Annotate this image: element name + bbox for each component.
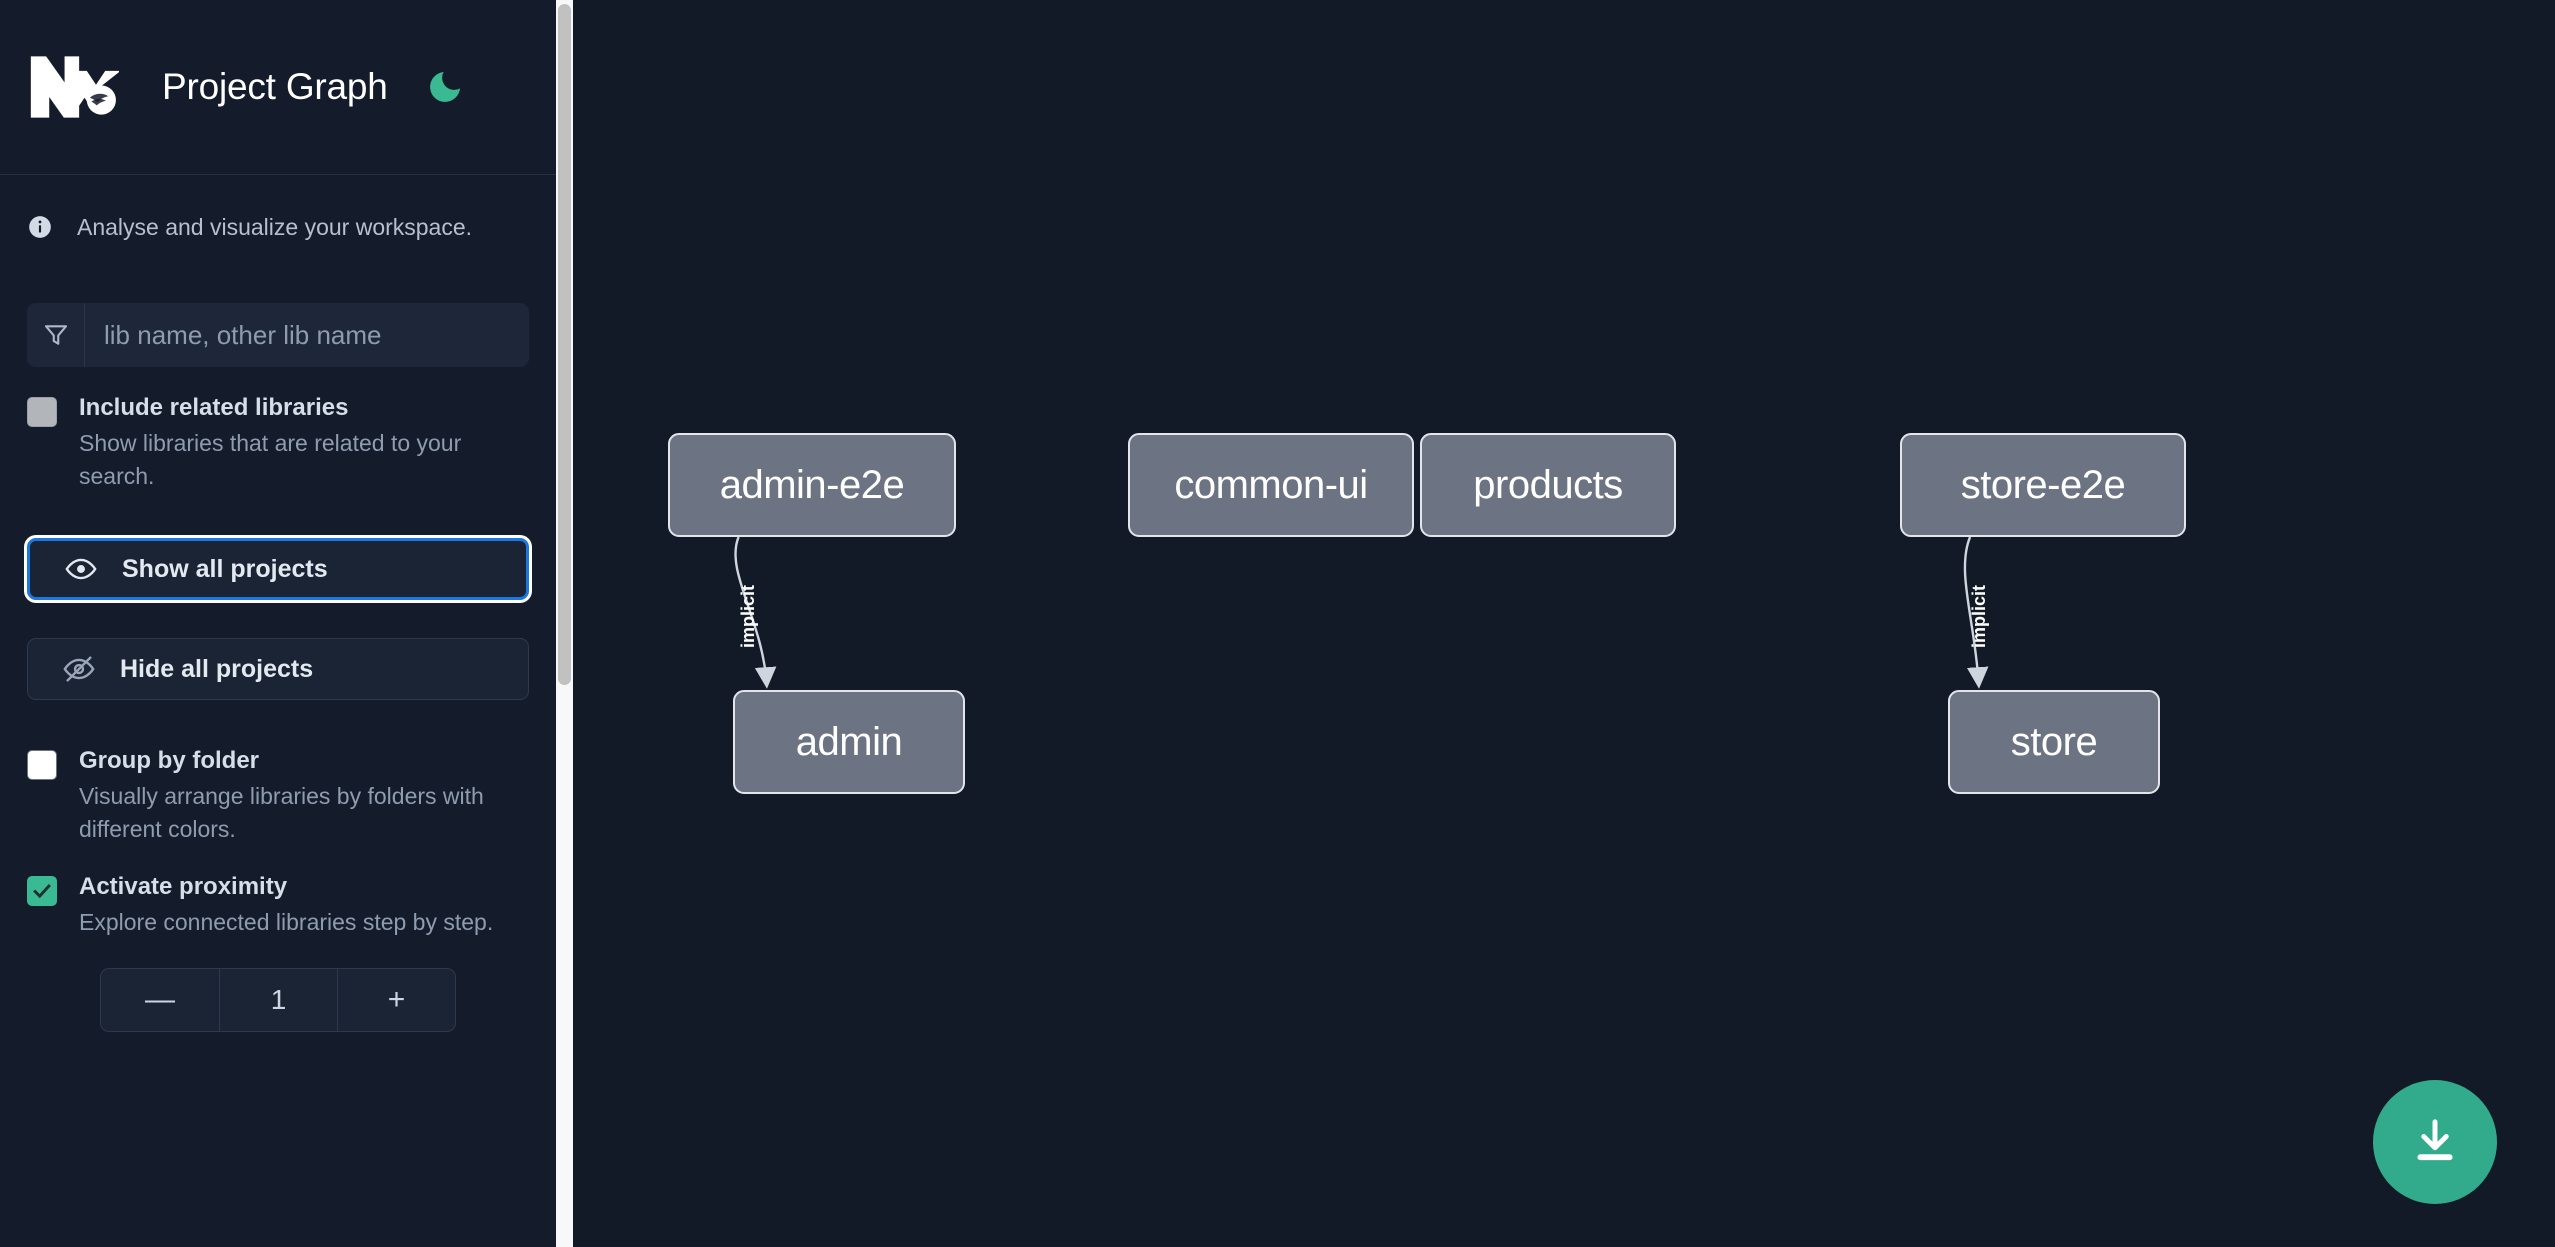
filter-funnel-icon bbox=[27, 303, 85, 367]
proximity-decrement-button[interactable]: — bbox=[145, 983, 175, 1017]
graph-node-label: store bbox=[2010, 719, 2098, 764]
option-include-related-libraries: Include related libraries Show libraries… bbox=[27, 367, 529, 492]
workspace-info-text: Analyse and visualize your workspace. bbox=[77, 213, 473, 240]
group-by-folder-checkbox[interactable] bbox=[27, 750, 57, 781]
filter-field[interactable] bbox=[27, 303, 529, 367]
graph-node-label: admin bbox=[795, 719, 903, 764]
graph-node-store-e2e[interactable]: store-e2e bbox=[1900, 433, 2186, 537]
sidebar-scrollbar-thumb[interactable] bbox=[558, 4, 571, 685]
graph-node-admin[interactable]: admin bbox=[733, 690, 965, 794]
option-activate-proximity: Activate proximity Explore connected lib… bbox=[27, 846, 529, 939]
proximity-increment-button[interactable]: + bbox=[337, 969, 455, 1032]
graph-node-store[interactable]: store bbox=[1948, 690, 2160, 794]
group-by-folder-label: Group by folder bbox=[79, 747, 259, 775]
download-button[interactable] bbox=[2373, 1080, 2497, 1204]
include-related-libraries-checkbox[interactable] bbox=[27, 397, 57, 427]
graph-node-label: store-e2e bbox=[1960, 462, 2126, 507]
option-group-by-folder: Group by folder Visually arrange librari… bbox=[27, 700, 529, 845]
graph-node-products[interactable]: products bbox=[1420, 433, 1676, 537]
graph-canvas[interactable]: admin-e2e common-ui products store-e2e admin… bbox=[556, 0, 2555, 1247]
sidebar-header: Project Graph bbox=[0, 0, 556, 175]
graph-node-label: products bbox=[1473, 462, 1623, 507]
activate-proximity-description: Explore connected libraries step by step… bbox=[79, 908, 494, 935]
proximity-stepper: — 1 + bbox=[100, 968, 456, 1033]
hide-all-projects-button[interactable]: Hide all projects bbox=[27, 638, 529, 701]
activate-proximity-checkbox[interactable] bbox=[27, 875, 57, 906]
graph-edge-admin-e2e--admin bbox=[734, 536, 777, 689]
sidebar: Project Graph Analyse and visualize your… bbox=[0, 0, 556, 1247]
nx-logo-icon bbox=[27, 54, 121, 120]
graph-node-label: common-ui bbox=[1174, 462, 1368, 507]
workspace-info: Analyse and visualize your workspace. bbox=[0, 175, 556, 279]
proximity-value: 1 bbox=[219, 969, 337, 1032]
download-icon bbox=[2408, 1114, 2462, 1171]
moon-icon[interactable] bbox=[422, 64, 468, 110]
include-related-libraries-description: Show libraries that are related to your … bbox=[79, 430, 462, 489]
hide-all-projects-label: Hide all projects bbox=[120, 654, 314, 683]
eye-icon bbox=[64, 552, 98, 586]
include-related-libraries-label: Include related libraries bbox=[79, 394, 349, 421]
graph-edges bbox=[734, 536, 1989, 689]
page-title: Project Graph bbox=[162, 66, 388, 107]
group-by-folder-description: Visually arrange libraries by folders wi… bbox=[79, 783, 484, 842]
project-visibility-buttons: Show all projects Hide all projects bbox=[27, 538, 529, 701]
info-circle-icon bbox=[27, 214, 53, 240]
activate-proximity-label: Activate proximity bbox=[79, 872, 288, 900]
graph-edge-store-e2e--store bbox=[1963, 536, 1989, 689]
graph-node-common-ui[interactable]: common-ui bbox=[1128, 433, 1414, 537]
show-all-projects-button[interactable]: Show all projects bbox=[27, 538, 529, 601]
graph-node-admin-e2e[interactable]: admin-e2e bbox=[668, 433, 956, 537]
show-all-projects-label: Show all projects bbox=[122, 554, 328, 583]
graph-node-label: admin-e2e bbox=[719, 462, 905, 507]
proximity-stepper-wrap: — 1 + bbox=[27, 968, 529, 1033]
eye-off-icon bbox=[62, 652, 96, 686]
search-input[interactable] bbox=[85, 303, 529, 367]
